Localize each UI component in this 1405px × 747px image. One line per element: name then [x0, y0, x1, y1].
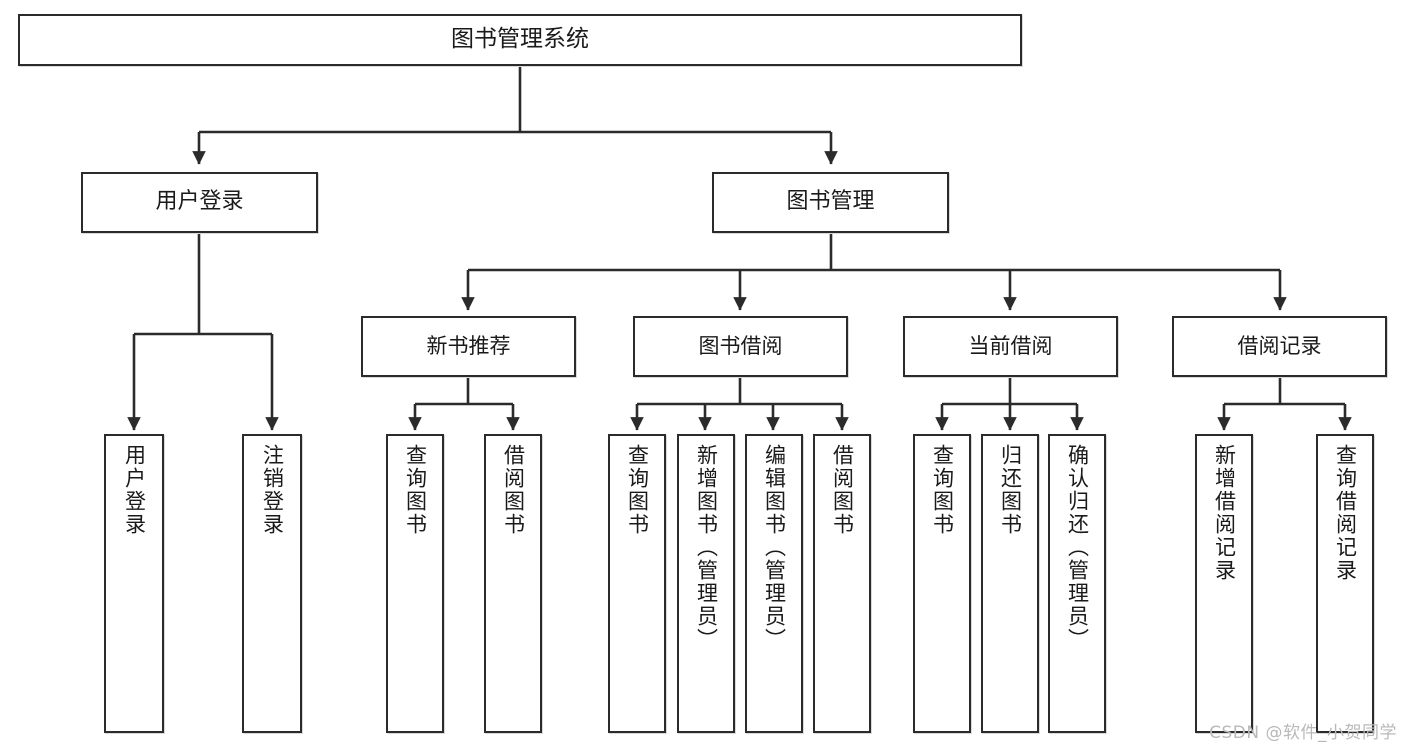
node-label: 图书管理系统 — [451, 26, 589, 53]
leaf-query-book-recommend[interactable]: 查询图书 — [386, 434, 444, 733]
node-label: 借阅图书 — [501, 444, 526, 536]
node-label: 查询图书 — [625, 444, 650, 536]
node-label: 用户登录 — [155, 189, 244, 215]
leaf-add-borrow-record[interactable]: 新增借阅记录 — [1195, 434, 1253, 733]
leaf-query-borrow-record[interactable]: 查询借阅记录 — [1316, 434, 1374, 733]
node-label: 图书借阅 — [698, 333, 783, 358]
node-label: 新增图书（管理员） — [694, 444, 719, 651]
node-book-management[interactable]: 图书管理 — [712, 172, 949, 233]
node-label: 当前借阅 — [968, 333, 1053, 358]
node-label: 查询图书 — [930, 444, 955, 536]
node-label: 用户登录 — [122, 444, 147, 536]
node-label: 借阅图书 — [830, 444, 855, 536]
leaf-query-book-borrow[interactable]: 查询图书 — [608, 434, 666, 733]
leaf-confirm-return-admin[interactable]: 确认归还（管理员） — [1048, 434, 1106, 733]
leaf-borrow-book[interactable]: 借阅图书 — [813, 434, 871, 733]
leaf-edit-book-admin[interactable]: 编辑图书（管理员） — [745, 434, 803, 733]
node-borrow-record[interactable]: 借阅记录 — [1172, 316, 1387, 377]
node-label: 借阅记录 — [1237, 333, 1322, 358]
node-label: 新书推荐 — [426, 333, 511, 358]
leaf-borrow-book-recommend[interactable]: 借阅图书 — [484, 434, 542, 733]
node-label: 图书管理 — [786, 189, 875, 215]
node-label: 查询图书 — [403, 444, 428, 536]
leaf-logout-login[interactable]: 注销登录 — [242, 434, 302, 733]
node-root-book-management-system[interactable]: 图书管理系统 — [18, 14, 1022, 66]
node-book-borrow[interactable]: 图书借阅 — [633, 316, 848, 377]
node-current-borrow[interactable]: 当前借阅 — [903, 316, 1118, 377]
leaf-user-login[interactable]: 用户登录 — [104, 434, 164, 733]
leaf-query-book-current[interactable]: 查询图书 — [913, 434, 971, 733]
node-label: 新增借阅记录 — [1212, 444, 1237, 582]
node-label: 注销登录 — [260, 444, 285, 536]
csdn-watermark: CSDN @软件_小贺同学 — [1209, 723, 1397, 743]
node-user-login[interactable]: 用户登录 — [81, 172, 318, 233]
leaf-add-book-admin[interactable]: 新增图书（管理员） — [677, 434, 735, 733]
node-new-book-recommend[interactable]: 新书推荐 — [361, 316, 576, 377]
leaf-return-book[interactable]: 归还图书 — [981, 434, 1039, 733]
node-label: 编辑图书（管理员） — [762, 444, 787, 651]
node-label: 确认归还（管理员） — [1065, 444, 1090, 651]
node-label: 查询借阅记录 — [1333, 444, 1358, 582]
node-label: 归还图书 — [998, 444, 1023, 536]
